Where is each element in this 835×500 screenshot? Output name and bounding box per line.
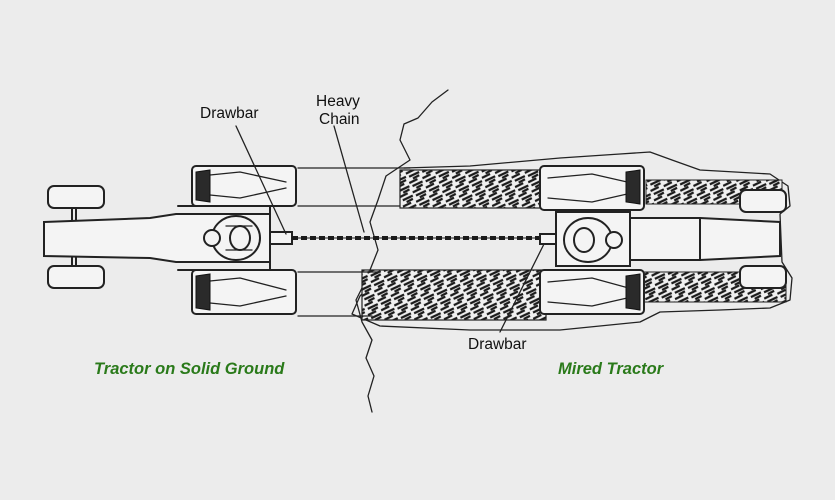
caption-tractor-solid-ground: Tractor on Solid Ground bbox=[94, 360, 285, 378]
tractor-solid-ground bbox=[43, 165, 297, 315]
leader-heavy-chain bbox=[333, 125, 365, 233]
mud-outline bbox=[351, 151, 793, 331]
caption-mired-tractor: Mired Tractor bbox=[558, 360, 664, 378]
leader-drawbar-right bbox=[499, 243, 545, 333]
label-drawbar-left: Drawbar bbox=[200, 105, 259, 122]
label-drawbar-right: Drawbar bbox=[468, 336, 527, 353]
leader-drawbar-left bbox=[235, 125, 287, 235]
tractor-mired bbox=[539, 165, 787, 315]
label-heavy-chain-line1: Heavy bbox=[316, 93, 360, 110]
label-heavy-chain-line2: Chain bbox=[319, 111, 360, 128]
wheel-track-upper bbox=[297, 167, 411, 207]
ground-boundary-line bbox=[355, 89, 449, 413]
wheel-track-lower bbox=[297, 271, 381, 317]
mud-track-upper bbox=[399, 169, 551, 209]
